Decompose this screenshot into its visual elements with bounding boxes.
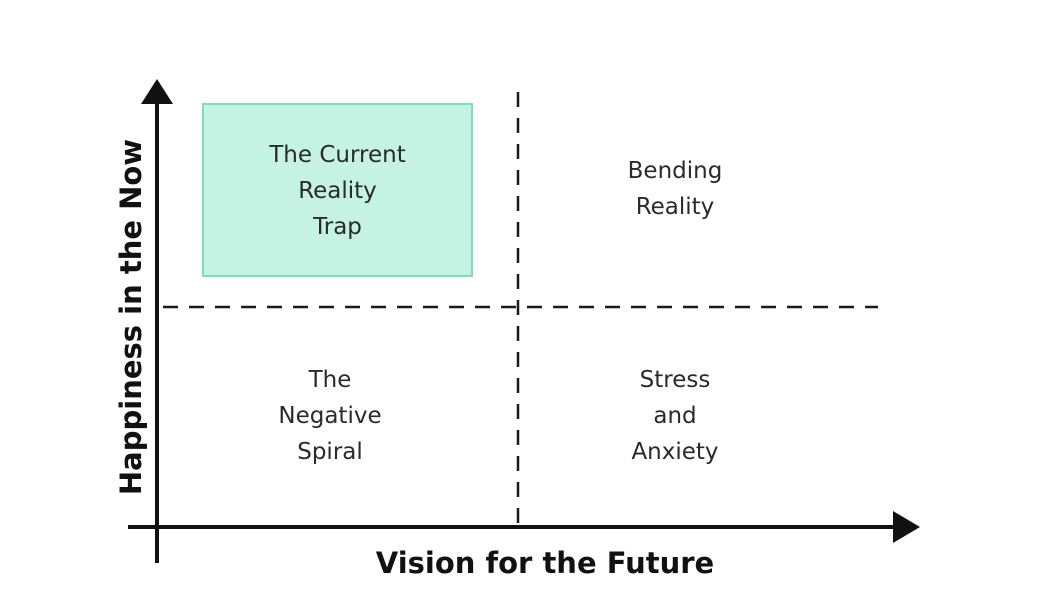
highlight-box <box>202 103 473 277</box>
quadrant-label-stress-and-anxiety: Stress and Anxiety <box>631 367 719 465</box>
quadrant-label-bending-reality: Bending Reality <box>627 158 723 220</box>
quadrant-label-negative-spiral: The Negative Spiral <box>278 367 382 465</box>
x-axis-arrowhead <box>893 511 920 543</box>
x-axis-label: Vision for the Future <box>375 546 715 580</box>
quadrant-label-current-reality-trap: The Current Reality Trap <box>269 142 406 240</box>
y-axis-arrowhead <box>141 79 173 104</box>
y-axis-label: Happiness in the Now <box>114 138 148 496</box>
